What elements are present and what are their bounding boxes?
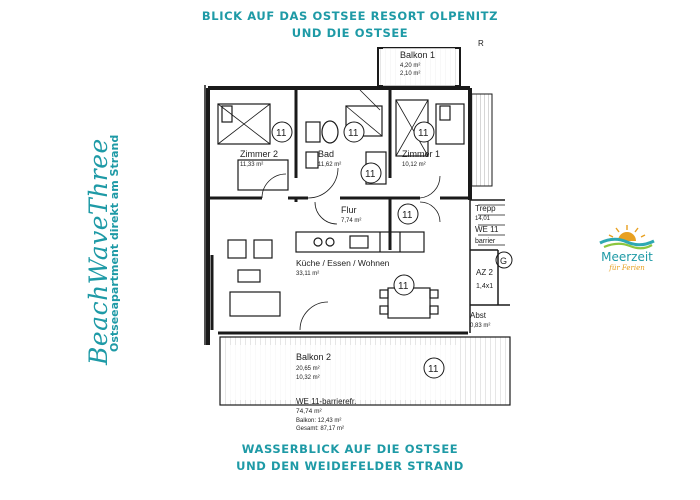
kueche-area: 33,11 m²	[296, 271, 319, 277]
living-furniture	[227, 239, 281, 317]
zimmer-1-name: Zimmer 1	[402, 149, 440, 159]
balkon-2-name: Balkon 2	[296, 352, 331, 362]
kitchen-counter	[295, 231, 425, 253]
meerzeit-logo: Meerzeit für Ferien	[592, 224, 662, 276]
unit-tag: 11	[397, 203, 419, 225]
balkon-1-area2: 2,10 m²	[400, 71, 420, 77]
stairs	[478, 204, 505, 246]
unit-tag: 11	[360, 162, 382, 184]
flur-name: Flur	[341, 205, 357, 215]
treppe-area: 14,01	[475, 216, 491, 222]
bad-name: Bad	[318, 149, 334, 159]
zimmer-1-area: 10,12 m²	[402, 162, 426, 168]
bad-area: 11,62 m²	[318, 162, 341, 168]
az-name: AZ 2	[476, 268, 493, 277]
unit-tag: 11	[423, 357, 445, 379]
svg-text:11: 11	[276, 128, 287, 139]
unit-tag: 11	[413, 121, 435, 143]
top-caption-line2: UND DIE OSTSEE	[291, 26, 409, 40]
summary-title: WE 11-barrierefr.	[296, 397, 356, 406]
zimmer-2-name: Zimmer 2	[240, 149, 278, 159]
abst-name: Abst	[470, 311, 487, 320]
unit-tag: 11	[343, 121, 365, 143]
bed-zimmer-2	[217, 103, 289, 191]
balkon-1: Balkon 1 4,20 m² 2,10 m²	[377, 47, 461, 87]
top-caption: BLICK AUF DAS OSTSEE RESORT OLPENITZ UND…	[0, 8, 700, 42]
abst-area: 0,83 m²	[470, 323, 490, 329]
summary-gesamt: Gesamt: 87,17 m²	[296, 426, 344, 432]
balkon-1-area1: 4,20 m²	[400, 63, 420, 69]
unit-tag: 11	[393, 274, 415, 296]
treppe-name: Trepp	[475, 204, 496, 213]
svg-text:11: 11	[398, 281, 409, 292]
summary-total: 74,74 m²	[296, 408, 322, 415]
az-area: 1,4x1	[476, 283, 493, 290]
corner-mark: R	[478, 39, 484, 48]
bottom-caption: WASSERBLICK AUF DIE OSTSEE UND DEN WEIDE…	[0, 441, 700, 475]
balkon-2-area2: 10,32 m²	[296, 375, 320, 381]
svg-text:11: 11	[428, 364, 439, 375]
area-summary: WE 11-barrierefr. 74,74 m² Balkon: 12,43…	[296, 397, 356, 432]
unit-tag: 11	[271, 121, 293, 143]
g-marker: G	[495, 251, 513, 269]
zimmer-2-area: 11,33 m²	[240, 162, 263, 168]
top-caption-line1: BLICK AUF DAS OSTSEE RESORT OLPENITZ	[201, 9, 499, 23]
logo-tagline: für Ferien	[609, 264, 645, 272]
outer-walls	[204, 85, 510, 345]
svg-text:11: 11	[402, 210, 413, 221]
bathroom-fixtures	[305, 105, 387, 185]
balkon-1-name: Balkon 1	[400, 50, 435, 60]
svg-text:G: G	[500, 256, 507, 266]
interior-walls	[210, 90, 470, 330]
treppe-we: WE 11	[475, 225, 499, 234]
svg-text:11: 11	[348, 128, 359, 139]
balkon-2: Balkon 2 20,65 m² 10,32 m²	[219, 336, 511, 406]
svg-text:11: 11	[418, 128, 429, 139]
door-swings	[261, 89, 441, 331]
flur-area: 7,74 m²	[341, 218, 361, 224]
sun-wave-icon	[599, 225, 655, 250]
summary-balkon: Balkon: 12,43 m²	[296, 418, 341, 424]
logo-name: Meerzeit	[601, 250, 653, 264]
balkon-2-area1: 20,65 m²	[296, 366, 320, 372]
bottom-caption-line2: UND DEN WEIDEFELDER STRAND	[236, 459, 464, 473]
bottom-caption-line1: WASSERBLICK AUF DIE OSTSEE	[241, 442, 459, 456]
svg-text:11: 11	[365, 169, 376, 180]
kueche-name: Küche / Essen / Wohnen	[296, 258, 390, 268]
treppe-we2: barrier	[475, 238, 496, 245]
